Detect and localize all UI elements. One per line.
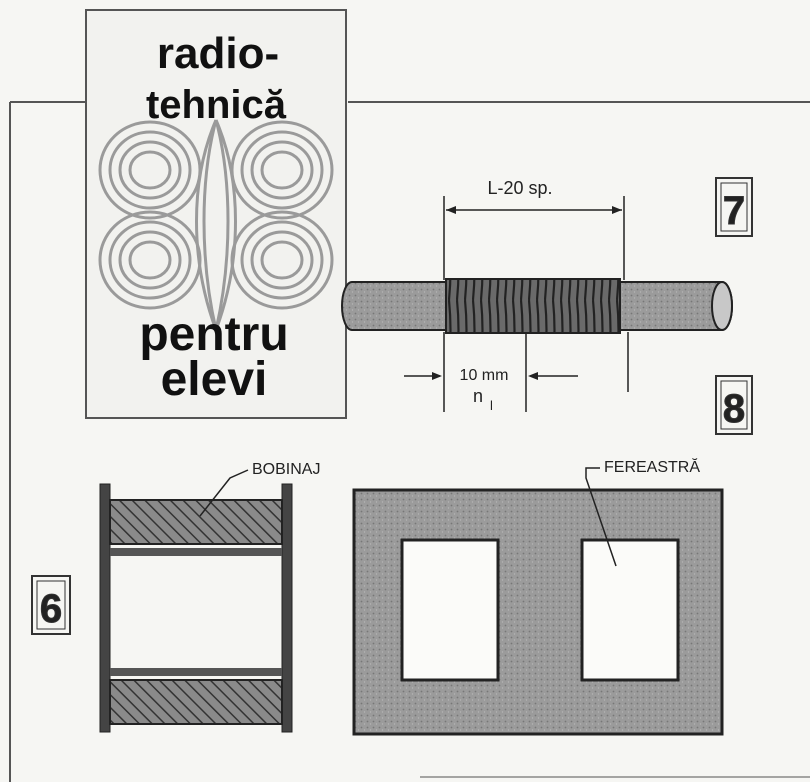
figure-7-rod-coil: 7 L-20 sp. 10 mm n l — [341, 177, 753, 413]
coil-winding — [445, 278, 621, 334]
logo-line-2: tehnică — [146, 83, 287, 127]
figure-7-turns-label: n — [473, 386, 483, 406]
tube-wall-bottom — [110, 668, 282, 676]
figure-8-number: 8 — [723, 387, 745, 431]
figure-7-number: 7 — [723, 189, 745, 233]
winding-top — [109, 499, 283, 545]
page-frame — [9, 101, 810, 782]
logo-line-4: elevi — [161, 353, 268, 406]
figure-6-number: 6 — [40, 587, 62, 631]
logo-swirl-graphic — [98, 119, 334, 331]
figure-8-window-label: FEREASTRĂ — [604, 457, 700, 476]
figure-6-winding-label: BOBINAJ — [252, 461, 320, 478]
figure-7-turns-subscript: l — [490, 398, 493, 413]
figure-8-core: 8 FEREASTRĂ — [352, 375, 753, 736]
bobbin-flange-left — [99, 483, 111, 733]
winding-bottom — [109, 679, 283, 725]
logo-radiotehnica: radio- tehnică pentru elevi — [85, 9, 347, 419]
core-window-right — [580, 538, 680, 682]
core-window-left — [400, 538, 500, 682]
bobbin-flange-right — [281, 483, 293, 733]
logo-line-1: radio- — [157, 29, 279, 78]
figure-6-bobbin: 6 BOBINAJ — [31, 461, 320, 733]
logo-line-3: pentru — [139, 308, 288, 361]
tube-wall-top — [110, 548, 282, 556]
figure-7-dimension-label: L-20 sp. — [487, 178, 552, 198]
figure-7-width-label: 10 mm — [460, 367, 509, 384]
